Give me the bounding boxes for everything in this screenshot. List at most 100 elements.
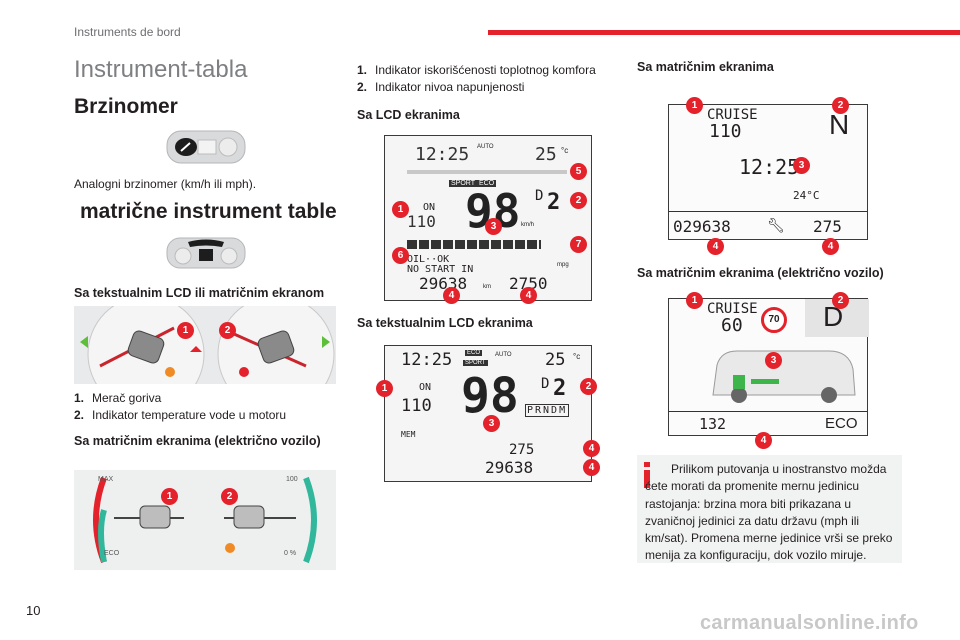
info-icon [644, 462, 650, 488]
gauge-label-max: MAX [98, 476, 114, 483]
text-lcd-trip: 275 [509, 442, 535, 458]
gauge-label-100: 100 [286, 476, 298, 483]
matrix-divider [669, 211, 867, 212]
badge-2: 2 [219, 322, 236, 339]
lcd-on: ON [423, 202, 436, 213]
heading-lcd: Sa LCD ekranima [357, 108, 460, 122]
badge-5: 5 [570, 163, 587, 180]
matrix-time: 12:25 [739, 155, 800, 179]
matrix-cruise-speed: 110 [709, 121, 742, 142]
badge-2: 2 [832, 292, 849, 309]
badge-1: 1 [686, 97, 703, 114]
matrix-display-image: CRUISE 110 N 12:25 24°C 029638 🔧︎ 275 [668, 104, 868, 240]
lcd-display-image: 12:25 AUTO 25 °c SPORT ECO ON 110 98 km/… [384, 135, 592, 301]
text-lcd-mem: MEM [401, 430, 416, 439]
text-lcd-temp-unit: °c [573, 352, 581, 361]
gauge-label-zero-percent: 0 % [284, 550, 297, 557]
heading-matrix-electric-left: Sa matričnim ekranima (električno vozilo… [74, 434, 321, 448]
heading-speedometer: Brzinomer [74, 95, 178, 118]
matrix-panel-image [166, 237, 246, 269]
lcd-trip-unit: mpg [557, 262, 569, 268]
lcd-temp-unit: °c [561, 146, 569, 155]
watermark: carmanualsonline.info [700, 612, 919, 634]
lcd-level-bar [407, 240, 541, 249]
badge-3: 3 [765, 352, 782, 369]
matrix-ev-divider [669, 411, 867, 412]
matrix-odometer: 029638 [673, 217, 731, 236]
badge-2: 2 [221, 488, 238, 505]
text-lcd-prnd: PRNDM [525, 404, 570, 417]
badge-3: 3 [485, 218, 502, 235]
speedometer-image [166, 130, 246, 164]
gauge-label-eco: ECO [104, 550, 120, 557]
page-number: 10 [26, 603, 41, 618]
badge-3: 3 [483, 415, 500, 432]
lcd-no-start: NO START IN [407, 264, 474, 275]
text-lcd-speed: 98 [461, 368, 519, 424]
badge-2: 2 [570, 192, 587, 209]
badge-4: 4 [443, 287, 460, 304]
speed-limit-sign: 70 [761, 307, 787, 333]
badge-4: 4 [822, 238, 839, 255]
badge-4: 4 [707, 238, 724, 255]
lcd-auto: AUTO [477, 144, 494, 150]
badge-1: 1 [376, 380, 393, 397]
matrix-ev-display-image: CRUISE 60 70 D 132 ECO [668, 298, 869, 436]
badge-2: 2 [580, 378, 597, 395]
lcd-gear: D [535, 188, 544, 204]
list-item: 2.Indikator temperature vode u motoru [74, 408, 287, 422]
badge-3: 3 [793, 157, 810, 174]
text-lcd-gear-number: 2 [553, 376, 567, 401]
badge-1: 1 [392, 201, 409, 218]
matrix-cruise: CRUISE [707, 107, 758, 123]
ev-legend-list: 1.Indikator iskorišćenosti toplotnog kom… [357, 62, 596, 96]
badge-4: 4 [520, 287, 537, 304]
text-lcd-odometer: 29638 [485, 458, 534, 477]
lcd-oil-status: OIL··OK [407, 254, 450, 265]
text-lcd-display-image: 12:25 ECO SPORT AUTO 25 °c ON 110 98 D 2… [384, 345, 592, 482]
speedometer-caption: Analogni brzinomer (km/h ili mph). [74, 177, 257, 191]
text-lcd-cruise-speed: 110 [401, 396, 432, 416]
lcd-bar [407, 170, 567, 174]
lcd-sport-label: SPORT [449, 180, 477, 187]
ev-gauges-image: MAX ECO 100 0 % 1 2 [74, 470, 336, 570]
info-text: Prilikom putovanja u inostranstvo možda … [645, 462, 893, 563]
list-item: 1.Merač goriva [74, 391, 162, 405]
info-note: Prilikom putovanja u inostranstvo možda … [637, 455, 902, 563]
matrix-ev-cruise: CRUISE [707, 301, 758, 317]
header-accent-bar [488, 30, 960, 35]
badge-1: 1 [177, 322, 194, 339]
text-lcd-on: ON [419, 382, 432, 393]
matrix-ev-range: 132 [699, 415, 727, 433]
lcd-odometer: 29638 [419, 274, 468, 293]
matrix-temp: 24°C [793, 189, 820, 202]
lcd-odometer-unit: km [483, 284, 491, 290]
text-lcd-time: 12:25 [401, 350, 453, 370]
lcd-eco-label: ECO [477, 180, 497, 187]
badge-4: 4 [583, 440, 600, 457]
fuel-temperature-gauges-image: 1 2 [74, 306, 336, 384]
heading-matrix-screens: Sa matričnim ekranima [637, 60, 774, 74]
running-header: Instruments de bord [74, 25, 181, 39]
gauge-legend-list: 1.Merač goriva 2.Indikator temperature v… [74, 390, 286, 424]
page-title: Instrument-tabla [74, 56, 248, 83]
wrench-icon: 🔧︎ [767, 217, 785, 233]
badge-4: 4 [583, 459, 600, 476]
badge-1: 1 [161, 488, 178, 505]
lcd-gear-number: 2 [547, 190, 561, 215]
heading-matrix-electric-right: Sa matričnim ekranima (električno vozilo… [637, 266, 884, 280]
list-item: 1.Indikator iskorišćenosti toplotnog kom… [357, 63, 596, 77]
lcd-trip: 2750 [509, 274, 548, 293]
lcd-speed-unit: km/h [521, 222, 535, 228]
matrix-ev-mode: ECO [825, 415, 858, 432]
text-lcd-auto: AUTO [495, 352, 512, 358]
heading-matrix-instrument-panel: matrične instrument table [80, 200, 337, 223]
lcd-cruise-speed: 110 [407, 212, 436, 231]
vehicle-energy-flow-icon [712, 350, 856, 403]
badge-7: 7 [570, 236, 587, 253]
text-lcd-gear: D [541, 376, 550, 392]
badge-6: 6 [392, 247, 409, 264]
matrix-ev-speed: 60 [721, 315, 743, 336]
badge-1: 1 [686, 292, 703, 309]
text-lcd-eco: ECO [465, 350, 483, 356]
